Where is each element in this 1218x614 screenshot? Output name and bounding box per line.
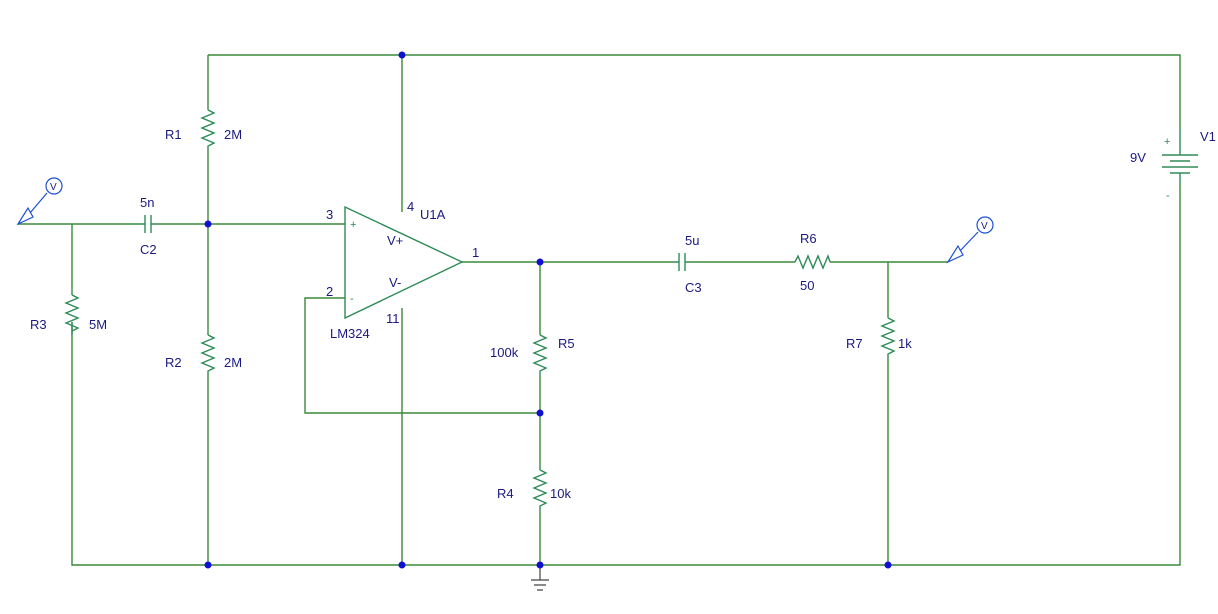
r7-value: 1k [898,336,912,351]
v1-ref: V1 [1200,129,1216,144]
opamp-triangle [344,205,464,320]
pin-3: 3 [326,207,333,222]
opamp-vminus-label: V- [389,275,401,290]
wire-feedback [304,297,540,414]
c3-value: 5u [685,233,699,248]
junction-dot [204,561,212,569]
resistor-r4[interactable]: R4 10k [497,469,571,510]
capacitor-c2[interactable]: 5n C2 [140,195,157,257]
r1-ref: R1 [165,127,182,142]
r6-value: 50 [800,278,814,293]
r5-ref: R5 [558,336,575,351]
v1-value: 9V [1130,150,1146,165]
battery-v1[interactable]: + - V1 9V [1130,129,1216,202]
c2-value: 5n [140,195,154,210]
r2-ref: R2 [165,355,182,370]
resistor-r3[interactable]: R3 5M [30,294,107,335]
wires [18,54,1181,566]
resistor-r6[interactable]: R6 50 [794,231,831,293]
pin-2: 2 [326,284,333,299]
r6-ref: R6 [800,231,817,246]
probe-input-label: V [50,182,57,193]
r1-value: 2M [224,127,242,142]
junction-dot [884,561,892,569]
r4-value: 10k [550,486,571,501]
opamp-inv-sign: - [350,293,354,305]
c3-ref: C3 [685,280,702,295]
resistor-r1[interactable]: R1 2M [165,109,242,150]
resistor-r2[interactable]: R2 2M [165,334,242,375]
pin-1: 1 [472,245,479,260]
r2-value: 2M [224,355,242,370]
r3-value: 5M [89,317,107,332]
opamp-ref: U1A [420,207,446,222]
r5-value: 100k [490,345,519,360]
pin-4: 4 [407,199,414,214]
opamp-vplus-label: V+ [387,233,403,248]
v1-minus-sign: - [1166,190,1170,202]
junctions [204,51,892,569]
junction-dot [536,409,544,417]
ground-icon [531,565,549,591]
probe-output-icon[interactable]: V [946,216,994,264]
r3-ref: R3 [30,317,47,332]
opamp-u1a[interactable]: + - V+ V- U1A LM324 3 2 4 11 1 [326,199,479,341]
resistor-r5[interactable]: 100k R5 [490,334,575,375]
pin-11: 11 [386,311,400,326]
probe-output-label: V [981,221,988,232]
capacitor-c3[interactable]: 5u C3 [674,233,702,295]
c2-ref: C2 [140,242,157,257]
opamp-noninv-sign: + [350,219,356,231]
r4-ref: R4 [497,486,514,501]
opamp-part: LM324 [330,326,370,341]
probe-input-icon[interactable]: V [16,177,63,226]
v1-plus-sign: + [1164,136,1170,148]
junction-dot [536,258,544,266]
junction-dot [398,561,406,569]
junction-dot [398,51,406,59]
wire-bottom-rail [71,182,1181,566]
wire-top-rail [208,54,1181,130]
junction-dot [204,220,212,228]
junction-dot [536,561,544,569]
resistor-r7[interactable]: R7 1k [846,317,912,358]
r7-ref: R7 [846,336,863,351]
